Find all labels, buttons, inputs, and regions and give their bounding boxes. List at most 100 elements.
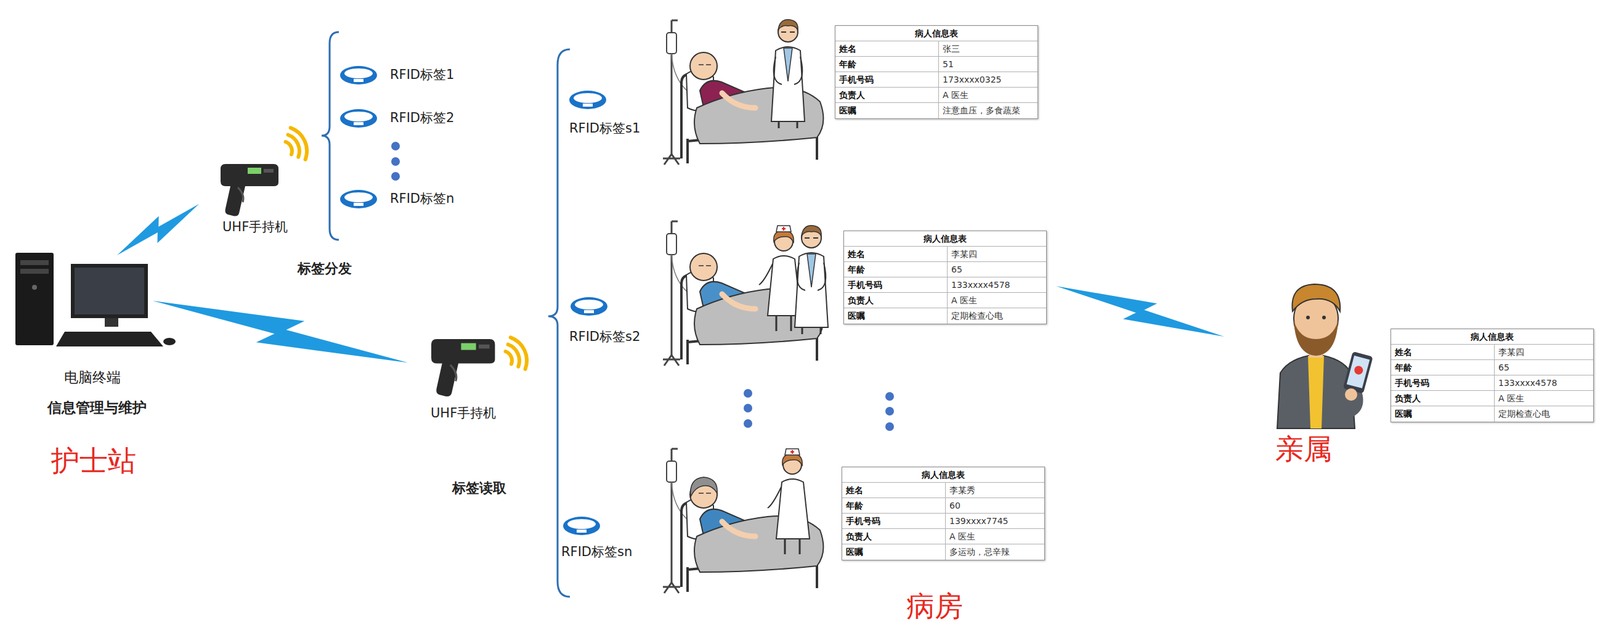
step-label: 标签读取: [452, 479, 507, 496]
patient-hair: [690, 476, 718, 497]
table-value: 133xxxx4578: [1494, 375, 1594, 391]
computer-terminal: [15, 252, 176, 347]
relative-figure: [1343, 351, 1374, 394]
signal-waves: [285, 141, 293, 155]
table-key: 负责人: [1391, 390, 1495, 407]
info-table: 病人信息表姓名张三年龄51手机号码173xxxx0325负责人A 医生医嘱注意血…: [834, 25, 1039, 119]
table-key: 负责人: [842, 528, 946, 545]
computer-terminal: [20, 259, 49, 265]
table-key: 年龄: [842, 497, 946, 514]
table-key: 姓名: [844, 246, 948, 262]
caption-text: 信息管理与维护: [47, 399, 147, 417]
computer-terminal: [32, 284, 37, 290]
table-key: 年龄: [844, 261, 948, 278]
doctor-figure: [794, 225, 829, 334]
relative-figure: [1343, 351, 1374, 394]
relative-figure: [1291, 284, 1341, 312]
brace: [321, 32, 339, 240]
table-key: 手机号码: [842, 513, 946, 529]
table-key: 姓名: [842, 482, 946, 498]
ellipsis-dots: [885, 391, 894, 401]
doctor-figure: [771, 19, 805, 129]
table-value: 139xxxx7745: [945, 513, 1045, 529]
ellipsis-dots: [885, 422, 894, 431]
wireless-bolt: [149, 285, 412, 379]
table-key: 手机号码: [835, 72, 939, 88]
device-label: UHF手持机: [222, 219, 288, 235]
table-value: 李某秀: [945, 482, 1045, 498]
computer-terminal: [104, 317, 119, 327]
signal-waves: [510, 337, 527, 369]
relative-figure: [1346, 355, 1371, 389]
wireless-bolt: [110, 194, 205, 265]
info-table: 病人信息表姓名李某秀年龄60手机号码139xxxx7745负责人A 医生医嘱多运…: [841, 466, 1045, 561]
ellipsis-dots: [743, 403, 753, 413]
wireless-bolt: [1052, 274, 1228, 349]
section-title: 护士站: [51, 443, 137, 478]
rfid-wristband: [569, 90, 607, 110]
table-value: 65: [1494, 359, 1594, 376]
table-value: 张三: [938, 41, 1038, 57]
table-title: 病人信息表: [835, 25, 1038, 42]
computer-terminal: [20, 268, 49, 274]
table-value: A 医生: [938, 87, 1038, 103]
table-value: 李某四: [947, 246, 1047, 262]
table-value: 173xxxx0325: [938, 72, 1038, 88]
relative-figure: [1307, 355, 1324, 429]
table-key: 姓名: [835, 41, 939, 57]
nurse-figure: [767, 448, 810, 554]
table-title: 病人信息表: [1391, 328, 1594, 345]
ellipsis-dots: [391, 171, 400, 181]
device-label: UHF手持机: [430, 405, 496, 421]
brace: [548, 49, 570, 597]
relative-figure: [1322, 315, 1326, 320]
table-value: 李某四: [1494, 344, 1594, 360]
relative-figure: [1277, 284, 1374, 429]
ellipsis-dots: [885, 406, 894, 416]
uhf-handheld: [220, 163, 279, 217]
ellipsis-dots: [391, 141, 400, 151]
ellipsis-dots: [743, 418, 753, 428]
signal-waves: [508, 344, 520, 367]
ellipsis-dots: [743, 388, 753, 398]
tag-label: RFID标签s2: [569, 328, 641, 345]
step-label: 标签分发: [297, 260, 352, 277]
table-key: 负责人: [844, 292, 948, 309]
computer-terminal: [56, 331, 164, 347]
section-title: 病房: [906, 588, 963, 623]
table-value: 51: [938, 56, 1038, 73]
ellipsis-dots: [391, 141, 894, 431]
info-table: 病人信息表姓名李某四年龄65手机号码133xxxx4578负责人A 医生医嘱定期…: [1390, 328, 1594, 423]
table-key: 手机号码: [844, 277, 948, 293]
rfid-wristband: [570, 296, 608, 316]
signal-waves: [288, 134, 300, 158]
relative-figure: [1277, 354, 1355, 429]
rfid-wristband: [340, 65, 378, 85]
table-value: 定期检查心电: [1494, 406, 1594, 422]
table-value: 133xxxx4578: [947, 277, 1047, 293]
section-title: 亲属: [1275, 431, 1332, 466]
tag-label: RFID标签n: [389, 190, 455, 207]
patient-bed: [662, 448, 824, 593]
table-key: 医嘱: [844, 308, 948, 324]
tag-label: RFID标签s1: [569, 120, 641, 137]
table-key: 医嘱: [1391, 406, 1495, 422]
rfid-wristband: [340, 109, 378, 128]
caption-text: 电脑终端: [64, 369, 121, 387]
table-key: 年龄: [1391, 359, 1495, 376]
tag-label: RFID标签1: [389, 67, 455, 83]
uhf-handheld: [431, 338, 495, 397]
computer-terminal: [74, 267, 145, 315]
table-value: 65: [947, 261, 1047, 278]
signal-waves: [290, 127, 307, 159]
rfid-wristband: [563, 516, 601, 535]
table-value: 定期检查心电: [947, 308, 1047, 324]
ellipsis-dots: [391, 157, 400, 166]
computer-terminal: [15, 252, 54, 346]
tag-label: RFID标签2: [389, 110, 455, 126]
info-table: 病人信息表姓名李某四年龄65手机号码133xxxx4578负责人A 医生医嘱定期…: [843, 230, 1047, 325]
table-key: 年龄: [835, 56, 939, 73]
table-value: 60: [945, 497, 1045, 514]
signal-waves: [285, 127, 528, 369]
relative-figure: [1293, 320, 1339, 356]
